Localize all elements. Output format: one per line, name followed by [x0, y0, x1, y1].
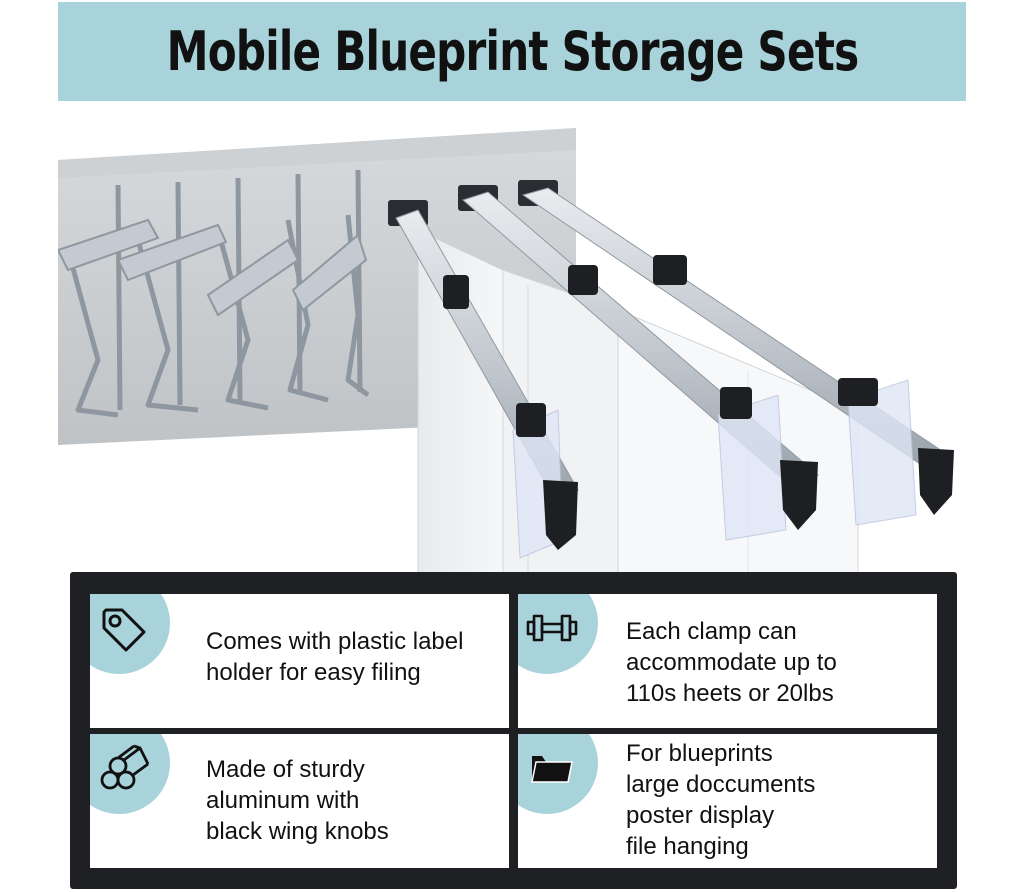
feature-text-line: accommodate up to	[626, 649, 837, 676]
feature-text-line: Comes with plastic label	[206, 628, 464, 655]
feature-text-line: poster display	[626, 802, 775, 829]
feature-text-line: Made of sturdy	[206, 756, 365, 783]
feature-text-line: For blueprints	[626, 740, 773, 767]
feature-text-line: file hanging	[626, 833, 749, 860]
clamp-icon	[526, 614, 578, 642]
tag-icon	[102, 608, 146, 652]
feature-text-line: large doccuments	[626, 771, 816, 798]
feature-text-line: black wing knobs	[206, 818, 389, 845]
feature-text-line: aluminum with	[206, 787, 360, 814]
feature-panel: Comes with plastic label holder for easy…	[70, 572, 957, 889]
feature-text-line: Each clamp can	[626, 618, 797, 645]
title-banner: Mobile Blueprint Storage Sets	[58, 2, 966, 101]
feature-card-uses: For blueprints large doccuments poster d…	[518, 734, 937, 868]
feature-card-clamp-capacity: Each clamp can accommodate up to 110s he…	[518, 594, 937, 728]
feature-card-label-holder: Comes with plastic label holder for easy…	[90, 594, 509, 728]
feature-card-aluminum: Made of sturdy aluminum with black wing …	[90, 734, 509, 868]
product-photo	[58, 128, 954, 580]
feature-text-line: holder for easy filing	[206, 659, 421, 686]
page-title: Mobile Blueprint Storage Sets	[166, 20, 859, 83]
aluminum-rods-icon	[100, 744, 150, 790]
folder-icon	[531, 756, 573, 783]
feature-text-line: 110s heets or 20lbs	[626, 680, 834, 707]
